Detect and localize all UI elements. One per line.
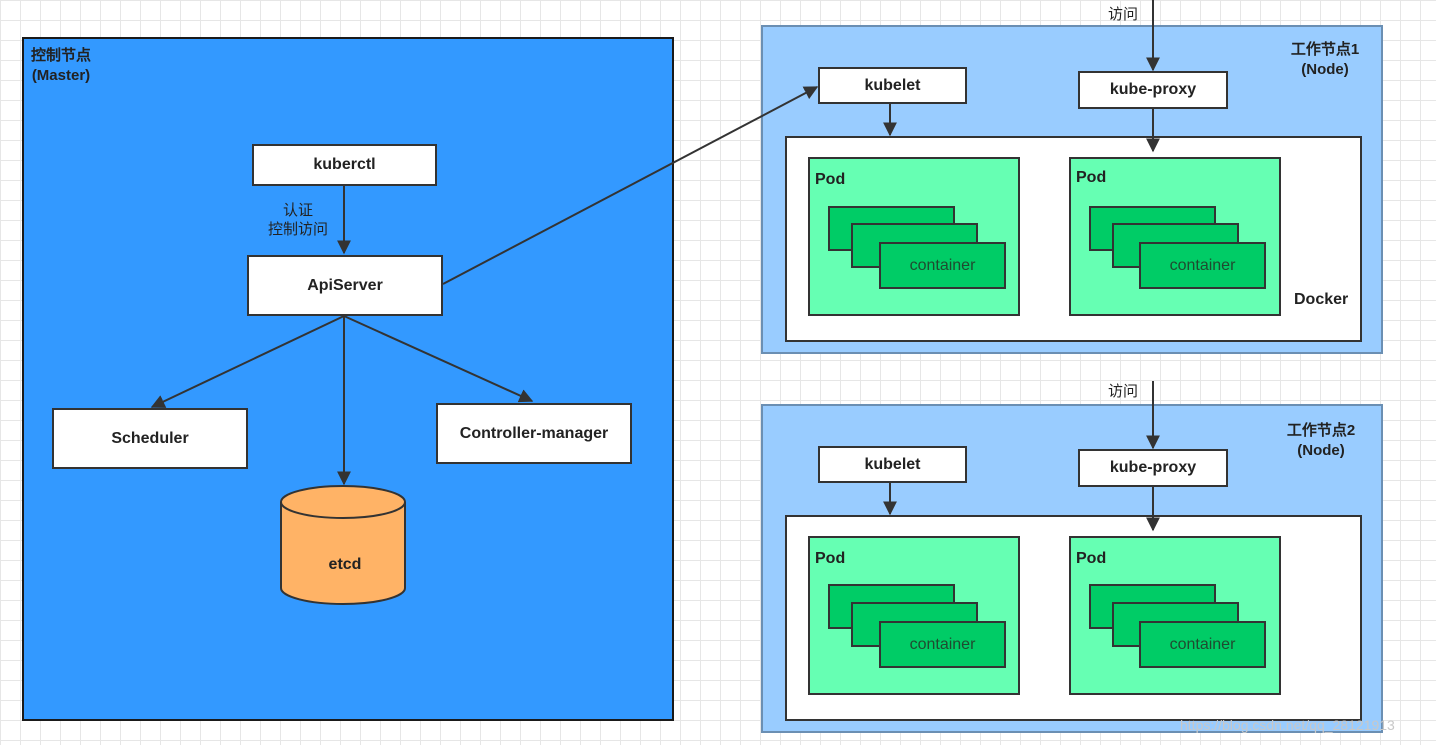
pod-label: Pod [1076,169,1107,186]
node-2-pod-b-container: container [1139,621,1266,668]
kubectl-box: kuberctl [252,144,437,186]
worker-node-2-title-line2: (Node) [1297,442,1345,459]
pod-label: Pod [1076,550,1107,567]
auth-note-line2: 控制访问 [267,221,328,238]
apiserver-box: ApiServer [247,255,443,316]
auth-note: 认证 控制访问 [258,201,338,239]
node-1-kube-proxy-box: kube-proxy [1078,71,1228,109]
node-1-pod-b-container: container [1139,242,1266,289]
node-2-kube-proxy-box: kube-proxy [1078,449,1228,487]
auth-note-line1: 认证 [282,202,313,219]
worker-node-2-title-line1: 工作节点2 [1286,422,1356,439]
worker-node-1-title-line2: (Node) [1301,61,1349,78]
controller-manager-box: Controller-manager [436,403,632,464]
arrow-apiserver-to-controller-manager [343,315,534,403]
node-2-pod-a-container: container [879,621,1006,668]
node-1-docker-label: Docker [1294,291,1349,308]
node-2-access-label: 访问 [1107,383,1138,400]
etcd-label: etcd [328,556,362,573]
node-1-access-label: 访问 [1107,6,1138,23]
scheduler-box: Scheduler [52,408,248,469]
worker-node-1-title: 工作节点1 (Node) [1278,40,1372,80]
arrow-apiserver-to-scheduler [150,315,345,408]
master-title: 控制节点 (Master) [30,46,92,86]
node-1-kubelet-box: kubelet [818,67,967,104]
watermark: https://blog.csdn.net/qq_28121913 [1180,717,1395,733]
worker-node-1-title-line1: 工作节点1 [1290,41,1360,58]
master-title-line1: 控制节点 [30,47,91,64]
node-1-pod-a-container: container [879,242,1006,289]
pod-label: Pod [815,171,846,188]
pod-label: Pod [815,550,846,567]
etcd-cylinder [280,485,406,605]
worker-node-2-title: 工作节点2 (Node) [1274,421,1368,461]
node-2-kubelet-box: kubelet [818,446,967,483]
master-title-line2: (Master) [31,67,91,84]
arrow-apiserver-to-kubelet [442,86,819,285]
